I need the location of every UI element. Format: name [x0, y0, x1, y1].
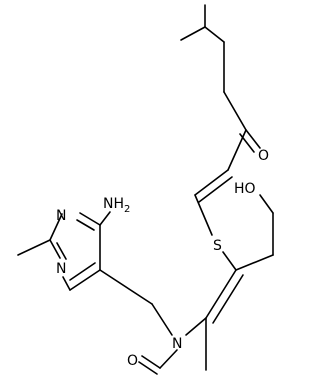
bond-c10-n — [185, 317, 207, 336]
bond-s-c9 — [222, 251, 237, 271]
bond-ring-c2-n1-double — [56, 242, 67, 260]
bonds — [17, 4, 274, 375]
bond-cho-o — [141, 355, 161, 369]
atom-ring-n3-label: N — [56, 208, 66, 224]
bond-co-1 — [245, 129, 261, 149]
bond-ring-c2-n1 — [49, 239, 61, 259]
molecule-structure: NH2 N N S O HO N O — [17, 4, 274, 375]
bond-c7-c8 — [194, 169, 229, 196]
atom-amide-nitrogen-label: N — [172, 336, 182, 352]
bond-ring-c4-n3 — [79, 212, 101, 226]
bond-c9-c10-double — [212, 274, 244, 324]
bond-c1-c2 — [180, 26, 206, 41]
bond-ring-c4-nh2 — [99, 211, 111, 226]
bond-ring-c5-c6-double — [69, 262, 96, 281]
bond-n-ch2 — [151, 303, 173, 336]
bond-ring-c2-me — [17, 239, 51, 256]
atom-aldehyde-oxygen-label: O — [127, 353, 138, 369]
bond-ring-n1-c6 — [62, 276, 71, 291]
bond-ring-c4-n3-double — [76, 219, 95, 231]
bond-c5-c6 — [223, 91, 247, 131]
atom-amine-label: NH2 — [103, 196, 130, 215]
bond-ring-c5-c6 — [69, 269, 101, 291]
bond-c2-c3 — [204, 26, 225, 43]
bond-c12-ho — [259, 194, 274, 214]
bond-c9-c11 — [235, 254, 274, 271]
bond-c8-s — [194, 194, 213, 236]
atom-labels: NH2 N N S O HO N O — [56, 148, 269, 369]
atom-ketone-oxygen-label: O — [258, 148, 269, 164]
bond-c6-c7 — [227, 129, 247, 171]
atom-ring-n1-label: N — [56, 261, 66, 277]
bond-c7-c8-double — [198, 176, 233, 203]
bond-cho-o-double — [138, 361, 158, 375]
bond-n-cho — [159, 349, 178, 369]
atom-hydroxyl-label: HO — [234, 181, 256, 197]
bond-ring-n3-c2 — [49, 213, 63, 241]
bond-ch2-c5 — [99, 269, 153, 305]
bond-c9-c10 — [205, 269, 237, 319]
atom-sulfur-label: S — [213, 238, 222, 254]
